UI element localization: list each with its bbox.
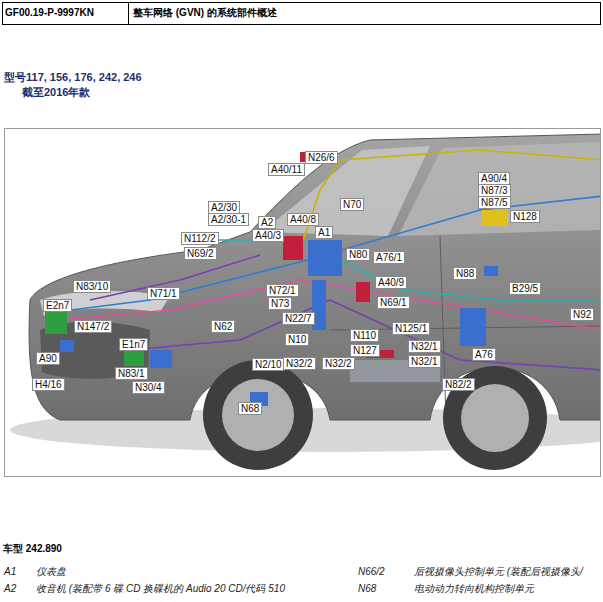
callout-number: N127 <box>350 344 380 357</box>
car-illustration <box>10 134 600 470</box>
network-wires <box>55 150 600 370</box>
callout-number: N30/4 <box>132 381 165 394</box>
table-cell: N68 <box>358 583 376 595</box>
door-line <box>440 236 446 420</box>
callout-number: A76 <box>472 348 496 361</box>
header-title: 整车网络 (GVN) 的系统部件概述 <box>133 7 277 19</box>
control-unit <box>484 266 498 276</box>
callout-number: N82/2 <box>442 378 475 391</box>
side-window <box>398 142 600 236</box>
front-wheel <box>203 360 313 470</box>
callout-number: B29/5 <box>509 282 541 295</box>
callout-number: N83/10 <box>73 280 111 293</box>
callout-number: N32/2 <box>283 357 316 370</box>
wire <box>200 240 600 300</box>
control-unit <box>124 350 144 366</box>
callout-number: N62 <box>211 320 235 333</box>
model-year: 截至2016年款 <box>22 86 90 99</box>
wire <box>300 150 600 250</box>
callout-number: A90 <box>36 352 60 365</box>
callout-number: N80 <box>346 248 370 261</box>
callout-number: N110 <box>350 329 379 342</box>
callout-number: E2n7 <box>43 299 72 312</box>
callout-number: N2/10 <box>252 358 285 371</box>
callout-number: N26/6 <box>305 151 338 164</box>
callout-number: N83/1 <box>115 367 148 380</box>
wire <box>90 255 260 300</box>
table-cell: A2 <box>4 583 16 595</box>
callout-number: N92 <box>570 308 594 321</box>
callout-number: A40/11 <box>268 163 305 176</box>
callout-number: N71/1 <box>147 287 180 300</box>
callout-number: N69/2 <box>184 247 217 260</box>
control-unit <box>482 210 508 226</box>
callout-number: N128 <box>510 210 540 223</box>
table-cell: 后视摄像头控制单元 (装配后视摄像头/ <box>414 566 583 578</box>
callout-number: E1n7 <box>119 338 148 351</box>
callout-number: A40/8 <box>287 213 319 226</box>
wire <box>130 300 600 370</box>
callout-number: N125/1 <box>392 322 430 335</box>
rear-wheel <box>443 366 547 470</box>
table-cell: 电动动力转向机构控制单元 <box>414 583 534 595</box>
control-unit <box>150 350 172 368</box>
callout-number: N112/2 <box>181 232 219 245</box>
callout-number: A1 <box>315 226 333 239</box>
wire <box>55 196 600 312</box>
callout-number: A2 <box>258 216 276 229</box>
control-unit <box>356 282 370 302</box>
model-line: 型号117, 156, 176, 242, 246 <box>4 71 142 84</box>
callout-number: N88 <box>453 267 477 280</box>
callout-number: N69/1 <box>377 296 410 309</box>
control-unit <box>308 240 342 276</box>
callout-number: N22/7 <box>282 312 315 325</box>
callout-number: N10 <box>285 333 309 346</box>
document-code: GF00.19-P-9997KN <box>5 7 94 19</box>
table-cell: 仪表盘 <box>36 566 66 578</box>
callout-number: N70 <box>340 198 364 211</box>
callout-number: N72/1 <box>266 284 299 297</box>
control-unit <box>283 236 303 260</box>
callout-number: N68 <box>238 402 262 415</box>
callout-number: A40/9 <box>375 276 407 289</box>
callout-number: N147/2 <box>74 320 112 333</box>
table-cell: A1 <box>4 566 16 578</box>
table-cell: N66/2 <box>358 566 385 578</box>
rear-rim <box>461 384 529 452</box>
callout-number: N32/2 <box>322 357 355 370</box>
callout-number: N73 <box>268 297 292 310</box>
table-cell: 收音机 (装配带 6 碟 CD 换碟机的 Audio 20 CD/代码 510 <box>36 583 285 595</box>
header-divider <box>128 3 129 25</box>
callout-number: N87/5 <box>478 196 511 209</box>
callout-number: A2/30-1 <box>208 213 249 226</box>
wire <box>60 280 600 330</box>
callout-number: A40/3 <box>252 229 284 242</box>
callout-number: N32/1 <box>408 355 441 368</box>
callout-number: H4/16 <box>32 378 65 391</box>
control-unit <box>45 312 67 334</box>
control-unit <box>460 308 486 346</box>
vehicle-type: 车型 242.890 <box>3 543 62 555</box>
front-rim <box>222 379 294 451</box>
control-unit <box>60 340 74 352</box>
header-table <box>3 3 601 25</box>
callout-number: N32/1 <box>408 340 441 353</box>
callout-number: A76/1 <box>373 251 405 264</box>
